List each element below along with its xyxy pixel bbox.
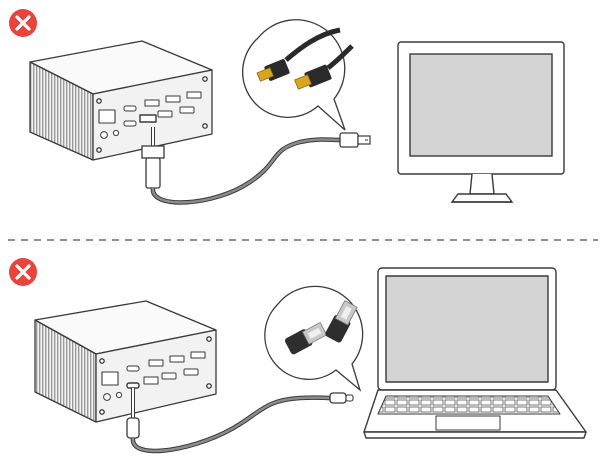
panel-top [9, 9, 565, 205]
desktop-monitor-icon [397, 41, 565, 203]
usb-c-to-usb-a-adapter-icon [264, 285, 364, 392]
error-x-icon [9, 9, 37, 37]
error-x-icon [9, 258, 37, 286]
docking-station-icon [34, 300, 217, 423]
laptop-icon [363, 267, 587, 439]
usb-c-cable [126, 388, 354, 454]
displayport-to-usb-c-cable [141, 127, 371, 205]
hdmi-and-displayport-plugs-icon [242, 19, 354, 131]
panel-bottom [9, 258, 587, 454]
docking-station-icon [29, 40, 213, 161]
